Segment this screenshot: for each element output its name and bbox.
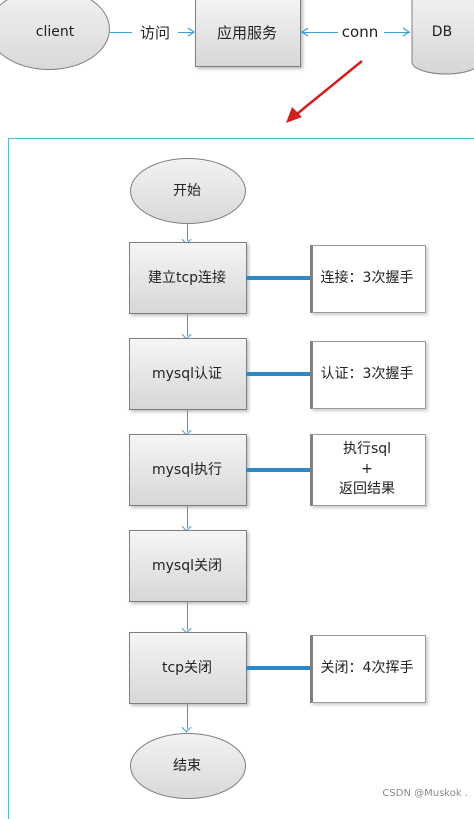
service-label: 应用服务: [216, 23, 277, 42]
step-mysql-auth-label: mysql认证: [152, 366, 222, 382]
note-exec-line1: 执行sql: [342, 441, 392, 457]
arrowhead-right-icon: [402, 27, 411, 37]
step-tcp-connect: [129, 242, 247, 314]
start-label: 开始: [173, 183, 201, 199]
note-exec: [310, 434, 426, 506]
edge-conn-label: conn: [341, 23, 379, 41]
note-tcp-connect: [310, 245, 426, 313]
arrowhead-left-icon: [300, 27, 309, 37]
start-node: [130, 158, 246, 224]
arrow-step5-end: [187, 703, 188, 729]
step-tcp-close: [129, 632, 247, 704]
end-label: 结束: [173, 758, 201, 774]
arrow-step3-step4: [187, 505, 188, 528]
arrow-start-step1: [187, 223, 188, 241]
note-exec-line2: +: [361, 461, 373, 477]
arrow-step1-step2: [187, 313, 188, 336]
note-exec-line3: 返回结果: [339, 481, 395, 497]
note-tcp-close: [310, 635, 426, 703]
step-mysql-close: [129, 530, 247, 602]
step-mysql-close-label: mysql关闭: [152, 558, 222, 574]
note-tcp-close-label: 关闭：4次挥手: [320, 660, 414, 676]
note-auth-label: 认证：3次握手: [320, 366, 414, 382]
client-label: client: [35, 24, 75, 40]
step-mysql-exec-label: mysql执行: [152, 462, 222, 478]
edge-conn-db-line: [384, 32, 410, 33]
note-auth: [310, 341, 426, 409]
connector-step3: [246, 468, 311, 472]
db-label: DB: [431, 24, 453, 40]
connector-step2: [246, 372, 311, 376]
service-node: [195, 0, 301, 67]
step-tcp-close-label: tcp关闭: [161, 660, 213, 676]
watermark: CSDN @Muskok .: [382, 788, 468, 799]
end-node: [130, 733, 246, 799]
edge-access-label: 访问: [139, 23, 170, 42]
edge-service-conn-line: [300, 32, 338, 33]
connector-step1: [246, 276, 311, 280]
edge-access-service-line: [178, 32, 194, 33]
note-exec-text: 执行sql + 返回结果: [312, 438, 422, 500]
connector-step5: [246, 666, 311, 670]
edge-client-access-line: [110, 32, 132, 33]
arrow-step4-step5: [187, 601, 188, 630]
process-frame: [8, 138, 474, 819]
step-tcp-connect-label: 建立tcp连接: [147, 270, 227, 286]
step-mysql-auth: [129, 338, 247, 410]
arrow-step2-step3: [187, 409, 188, 432]
database-icon: [411, 0, 474, 75]
pointer-arrow-icon: [286, 60, 363, 123]
arrowhead-icon: [187, 27, 196, 37]
note-tcp-connect-label: 连接：3次握手: [320, 270, 414, 286]
